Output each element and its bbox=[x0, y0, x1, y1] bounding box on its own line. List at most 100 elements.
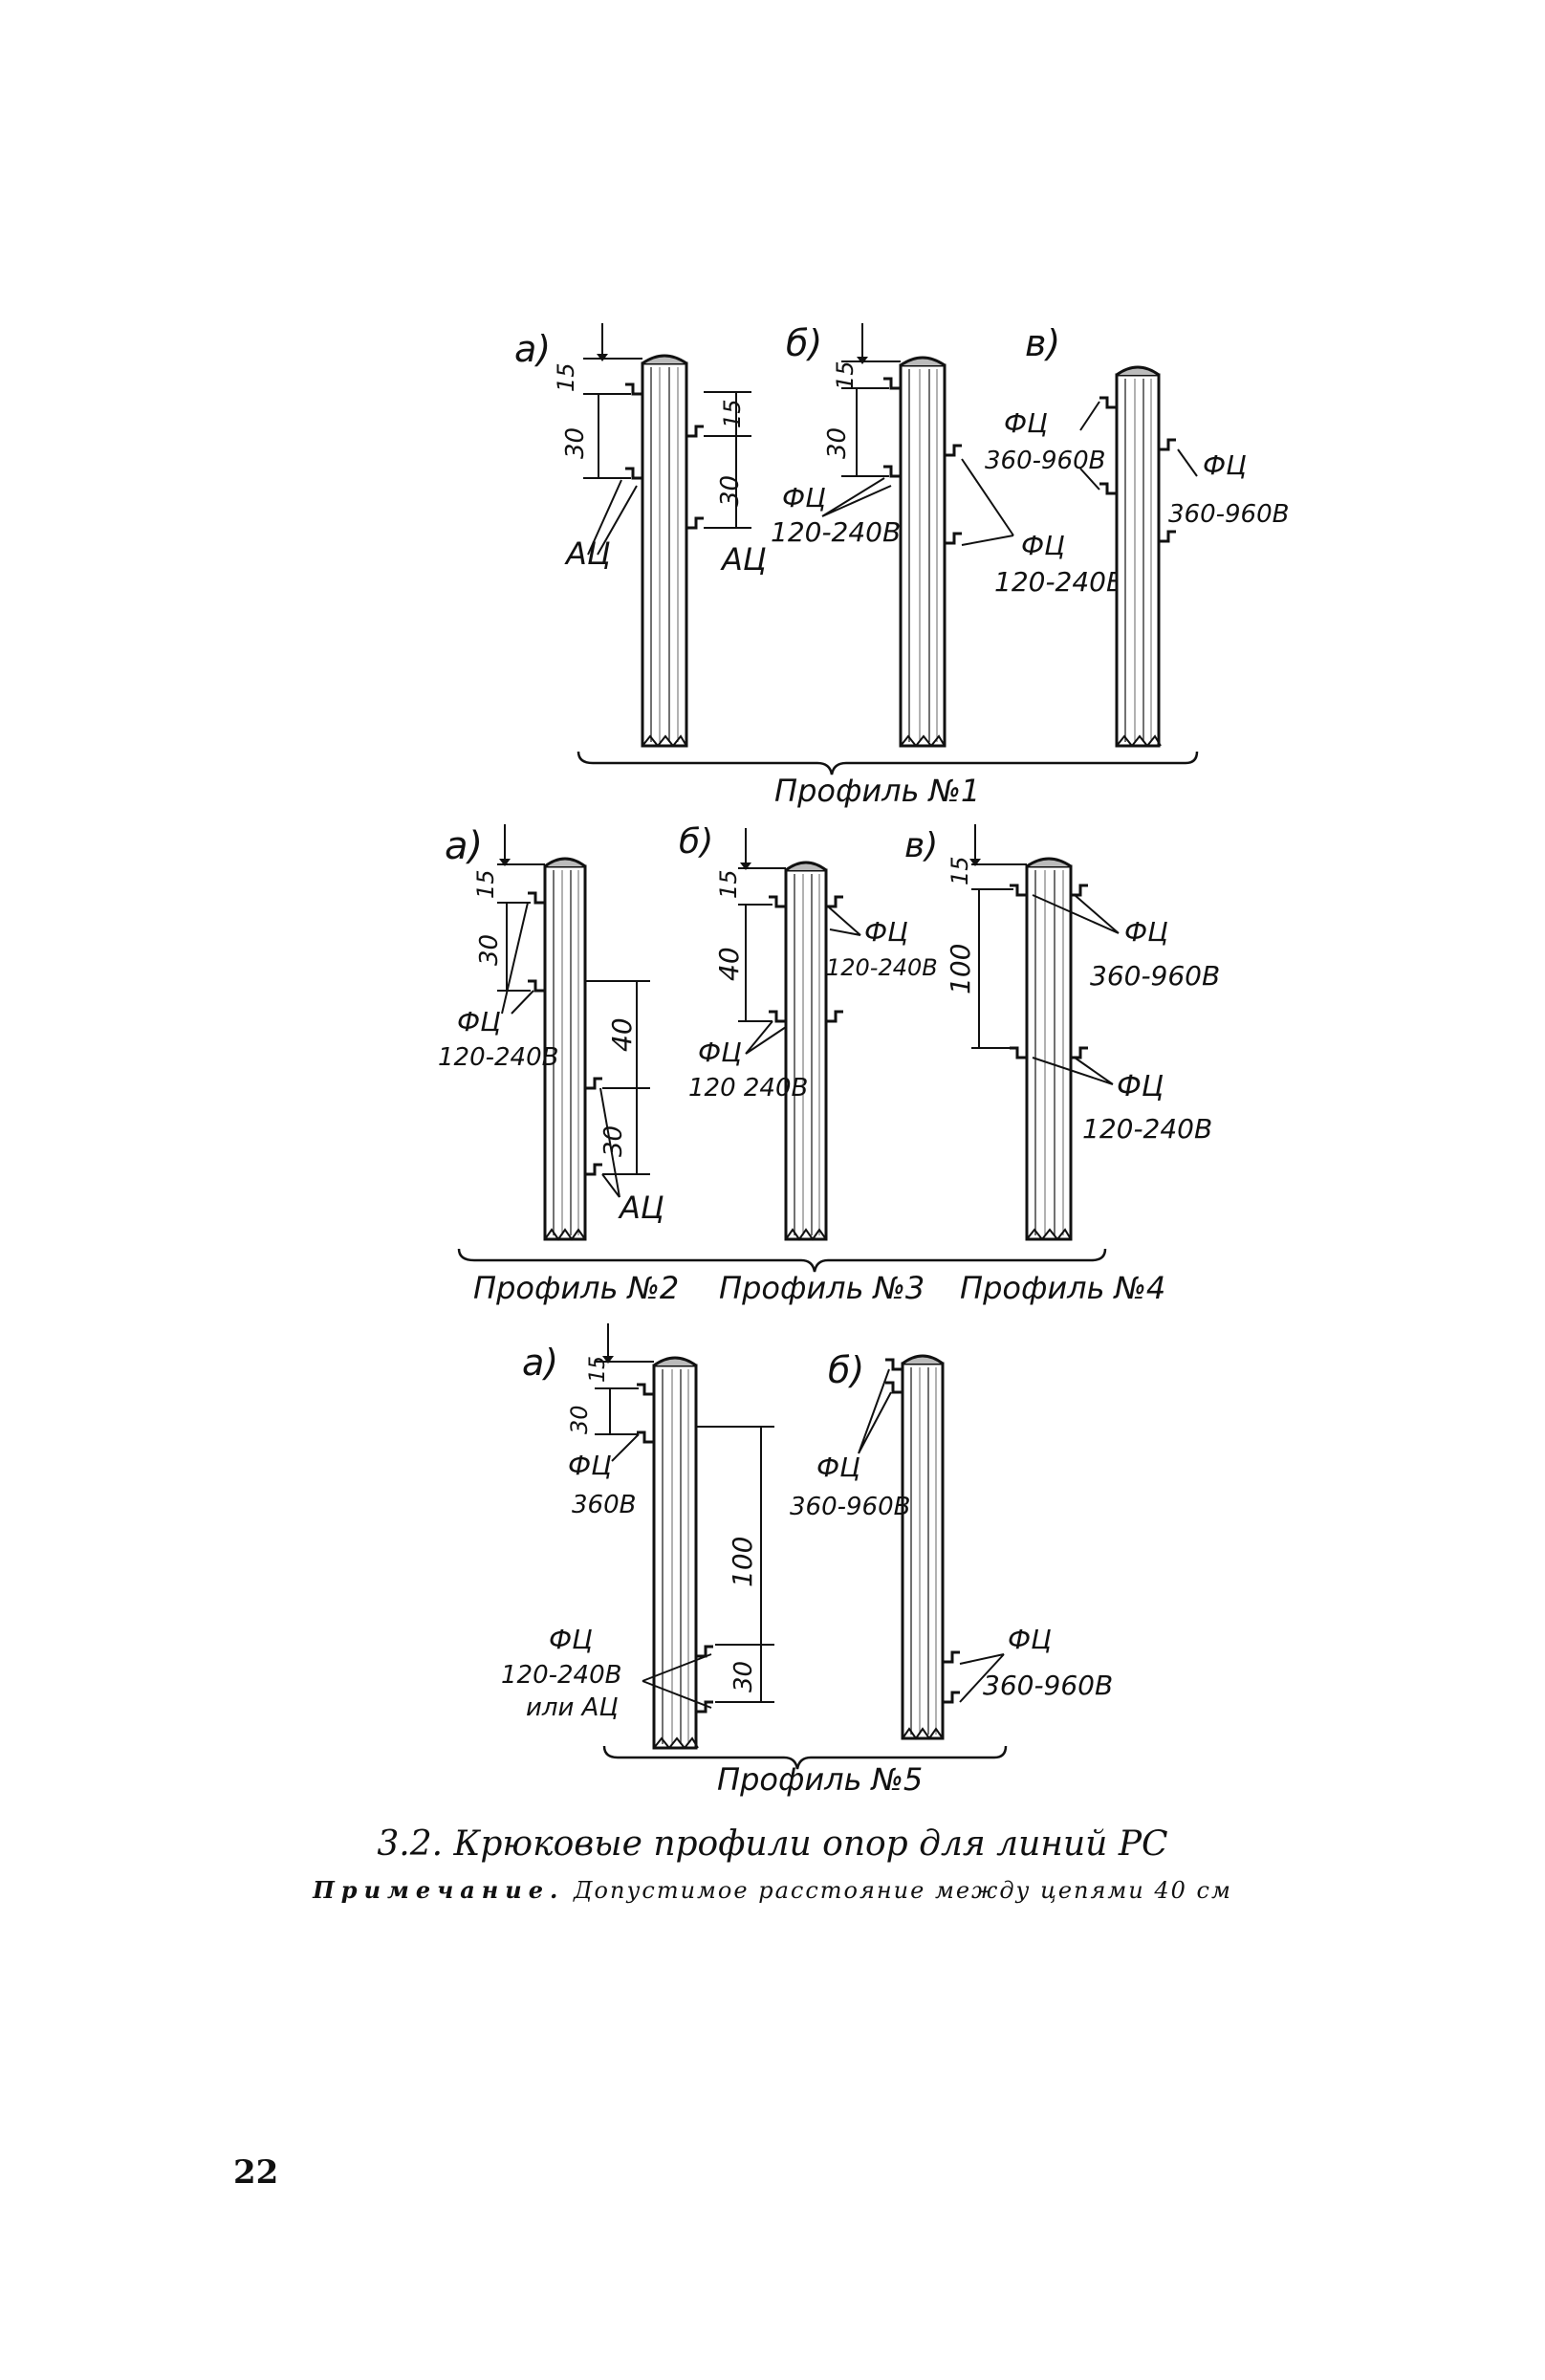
dim-p3-15: 15 bbox=[715, 869, 742, 899]
note-text: Допустимое расстояние между цепями 40 см bbox=[574, 1877, 1232, 1904]
leader-p1a bbox=[587, 479, 638, 556]
variant-label-p1a: а) bbox=[514, 328, 551, 370]
hooks-p1b bbox=[883, 377, 962, 545]
profile-5-name: Профиль №5 bbox=[717, 1761, 923, 1798]
hooks-p1a bbox=[625, 382, 704, 530]
label-p5b-fc-bottom: ФЦ bbox=[1008, 1624, 1052, 1655]
page-number: 22 bbox=[233, 2153, 279, 2192]
leader-p5b-bottom bbox=[959, 1653, 1005, 1703]
dim-p1b-15: 15 bbox=[832, 360, 859, 390]
leader-p1b-right bbox=[961, 458, 1014, 546]
profile-1-name: Профиль №1 bbox=[774, 773, 980, 809]
label-p1v-fc-left: ФЦ bbox=[1004, 407, 1048, 439]
leader-p1b-left bbox=[821, 477, 892, 517]
leader-p5a-top bbox=[611, 1433, 640, 1462]
dim-p1b-30: 30 bbox=[823, 427, 852, 459]
dim-p1a-30r: 30 bbox=[716, 475, 745, 507]
label-p1b-fc-right: ФЦ bbox=[1021, 530, 1065, 561]
label-p5b-volt-bottom: 360-960В bbox=[983, 1670, 1113, 1701]
hooks-p2 bbox=[528, 891, 602, 1176]
dims-p3 bbox=[738, 828, 786, 1022]
dim-p3-40: 40 bbox=[713, 947, 745, 981]
label-p3-fc-top: ФЦ bbox=[864, 916, 908, 948]
dim-p2-30b: 30 bbox=[599, 1125, 628, 1157]
label-p4-volt-top: 360-960В bbox=[1090, 960, 1220, 992]
dim-p5a-100: 100 bbox=[727, 1537, 758, 1587]
variant-label-p1v: в) bbox=[1025, 322, 1060, 364]
label-p1a-ac-left: АЦ bbox=[564, 535, 611, 572]
figure-note: Примечание. Допустимое расстояние между … bbox=[0, 1876, 1545, 1904]
dim-p4-100: 100 bbox=[945, 944, 976, 994]
hooks-p1v bbox=[1099, 396, 1176, 543]
label-p1b-volt-right: 120-240В bbox=[994, 566, 1124, 598]
label-p4-volt-bottom: 120-240В bbox=[1082, 1113, 1212, 1145]
brace-profile-5 bbox=[602, 1745, 1008, 1770]
label-p4-fc-top: ФЦ bbox=[1124, 916, 1168, 948]
label-p1v-volt-right: 360-960В bbox=[1168, 500, 1289, 529]
leader-p4-top bbox=[1032, 894, 1120, 934]
variant-label-p5a: а) bbox=[522, 1342, 558, 1384]
brace-profiles-2-4 bbox=[457, 1248, 1107, 1273]
label-p2-volt: 120-240В bbox=[438, 1043, 558, 1072]
dim-p5a-30b: 30 bbox=[729, 1661, 758, 1692]
label-p1v-volt-left: 360-960В bbox=[985, 447, 1105, 475]
label-p5a-fc-bottom: ФЦ bbox=[549, 1624, 593, 1655]
variant-label-p3: б) bbox=[679, 822, 713, 862]
dim-p2-40: 40 bbox=[606, 1017, 638, 1052]
label-p1v-fc-right: ФЦ bbox=[1203, 449, 1247, 481]
label-p5a-volt-bottom: 120-240В bbox=[501, 1661, 621, 1690]
dim-p2-15: 15 bbox=[472, 869, 499, 899]
label-p5a-volt-top: 360В bbox=[572, 1491, 636, 1519]
dim-p1a-30: 30 bbox=[561, 427, 590, 459]
variant-label-p1b: б) bbox=[786, 322, 822, 364]
pole-p4 bbox=[1025, 857, 1073, 1241]
pole-p1b bbox=[899, 356, 947, 748]
label-p2-ac: АЦ bbox=[618, 1190, 664, 1226]
leader-p1v-right bbox=[1177, 448, 1198, 477]
profile-3-name: Профиль №3 bbox=[719, 1270, 925, 1306]
dims-p5a bbox=[595, 1323, 774, 1703]
profile-4-name: Профиль №4 bbox=[960, 1270, 1165, 1306]
label-p3-volt-bottom: 120 240В bbox=[688, 1074, 808, 1103]
label-p5a-or-ac: или АЦ bbox=[526, 1693, 619, 1722]
dims-p2 bbox=[497, 824, 650, 1175]
label-p5a-fc-top: ФЦ bbox=[568, 1450, 612, 1481]
leader-p2-right bbox=[599, 1087, 620, 1198]
brace-profile-1 bbox=[577, 751, 1199, 775]
variant-label-p2: а) bbox=[445, 824, 483, 868]
dim-p5a-30: 30 bbox=[566, 1405, 593, 1434]
label-p1a-ac-right: АЦ bbox=[720, 541, 767, 578]
dims-p1b bbox=[841, 323, 901, 477]
label-p4-fc-bottom: ФЦ bbox=[1117, 1070, 1164, 1103]
label-p2-fc: ФЦ bbox=[457, 1006, 501, 1037]
note-label: Примечание. bbox=[313, 1876, 565, 1904]
variant-label-p4: в) bbox=[904, 826, 938, 865]
pole-p5b bbox=[901, 1354, 945, 1740]
label-p3-fc-bottom: ФЦ bbox=[698, 1037, 742, 1068]
leader-p2-left bbox=[501, 902, 534, 1015]
label-p5b-volt-top: 360-960В bbox=[790, 1493, 910, 1521]
label-p3-volt-top: 120-240В bbox=[826, 954, 938, 981]
leader-p3-bottom bbox=[745, 1020, 787, 1055]
profile-2-name: Профиль №2 bbox=[473, 1270, 679, 1306]
label-p1b-volt-left: 120-240В bbox=[771, 516, 901, 548]
pole-p5a bbox=[652, 1356, 699, 1750]
dimension-arrows bbox=[499, 354, 981, 1364]
leader-p5b-top bbox=[858, 1368, 892, 1454]
dims-p4 bbox=[971, 824, 1027, 1049]
leader-p1v-left bbox=[1079, 401, 1100, 491]
figure-caption: 3.2. Крюковые профили опор для линий РС bbox=[377, 1824, 1168, 1864]
pole-p3 bbox=[784, 861, 828, 1241]
leader-p4-bottom bbox=[1032, 1057, 1114, 1085]
label-p1b-fc-left: ФЦ bbox=[782, 482, 826, 513]
leader-p3-top bbox=[827, 906, 861, 936]
hooks-p5a bbox=[637, 1383, 713, 1714]
pole-p2 bbox=[543, 857, 587, 1241]
dim-p1a-15r: 15 bbox=[719, 399, 746, 428]
dim-p4-15: 15 bbox=[947, 856, 973, 885]
pole-p1a bbox=[641, 354, 688, 748]
hooks-p3 bbox=[769, 895, 843, 1023]
dim-p1a-15: 15 bbox=[553, 362, 579, 392]
label-p5b-fc-top: ФЦ bbox=[816, 1452, 860, 1483]
